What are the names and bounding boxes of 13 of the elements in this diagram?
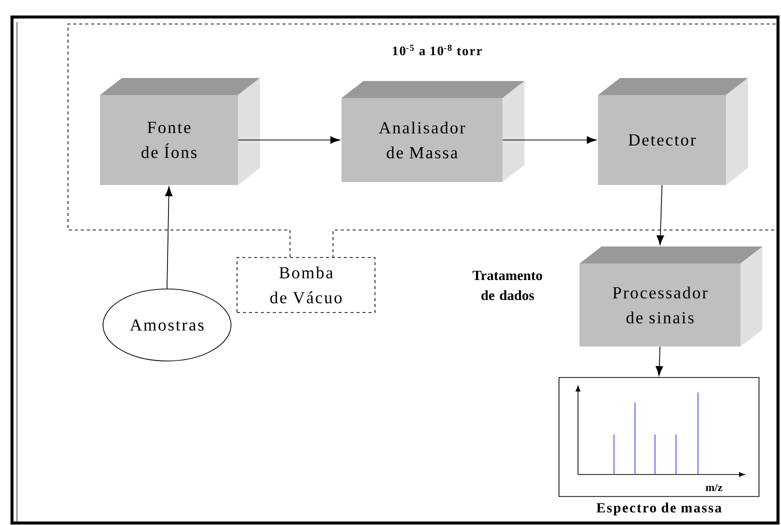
arrow (238, 136, 340, 144)
block: Fonte de Íons (100, 78, 260, 185)
arrow (656, 346, 664, 376)
arrow (165, 186, 172, 289)
block: Analisador de Massa (342, 81, 524, 182)
axis-label: m/z (706, 484, 722, 492)
pump-box: Bomba de Vácuo (236, 257, 376, 313)
side-note: Tratamento de dados (472, 270, 542, 300)
block: Detector (598, 78, 748, 185)
arrow (656, 184, 664, 245)
block: Processador de sinais (580, 246, 762, 346)
node-label: Espectro de massa (596, 502, 722, 516)
arrow (502, 136, 596, 144)
